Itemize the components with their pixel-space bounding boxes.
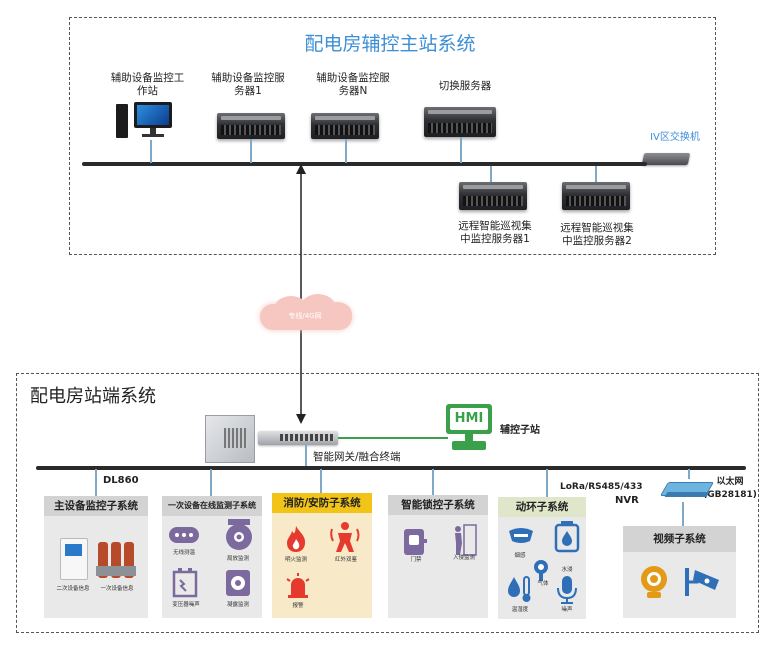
panel-environment: 动环子系统 烟感 水浸 气体 温湿度 噪声 <box>498 497 586 619</box>
fire-security-item-1: 明火监测 <box>284 557 307 563</box>
remote-server-2-icon <box>562 182 630 210</box>
webcam-icon <box>641 566 667 598</box>
link-gateway-bus <box>305 445 307 467</box>
switch-server-icon <box>424 107 496 137</box>
nvr-label: NVR <box>615 495 639 506</box>
environment-item-4: 温湿度 <box>511 607 529 613</box>
network-cloud-icon <box>252 294 360 334</box>
panel-video: 视频子系统 <box>623 526 736 618</box>
switch-server-label: 切换服务器 <box>438 80 492 92</box>
link-remote2 <box>595 166 597 182</box>
fire-security-item-2: 红外双鉴 <box>334 557 357 563</box>
relay-device-icon <box>60 538 88 580</box>
remote-server-1-icon <box>459 182 527 210</box>
noise-sensor-icon <box>557 576 577 604</box>
temperature-humidity-icon <box>508 576 531 602</box>
aux-station-label: 辅控子站 <box>500 425 540 436</box>
aux-server-1-icon <box>217 113 285 139</box>
panel-main-equipment-title: 主设备监控子系统 <box>44 496 148 516</box>
wireless-temperature-icon <box>169 527 199 543</box>
link-switch-server <box>460 137 462 163</box>
serverN-label: 辅助设备监控服 务器N <box>316 72 390 97</box>
condensation-icon <box>226 570 250 596</box>
iv-switch-label: IV区交换机 <box>650 132 700 143</box>
panel-main-equipment: 主设备监控子系统 二次设备信息 一次设备信息 <box>44 496 148 618</box>
gateway-device-icon <box>258 431 338 445</box>
iv-switch-icon <box>641 153 691 165</box>
panel-environment-title: 动环子系统 <box>498 497 586 517</box>
link-main-equipment <box>95 469 97 496</box>
smart-lock-item-1: 门禁 <box>410 557 422 563</box>
lora-label: LoRa/RS485/433 <box>560 482 643 492</box>
environment-item-3: 气体 <box>537 581 549 587</box>
link-environment <box>546 469 548 497</box>
link-video <box>682 502 684 526</box>
access-control-icon <box>404 529 427 555</box>
panel-smart-lock-title: 智能锁控子系统 <box>388 495 488 515</box>
station-frame <box>16 373 759 633</box>
panel-primary-online-title: 一次设备在线监测子系统 <box>162 496 262 516</box>
nvr-device-icon <box>659 478 715 502</box>
gas-sensor-icon <box>534 560 548 581</box>
primary-online-item-1: 无线测温 <box>172 550 195 556</box>
link-primary-online <box>210 469 212 496</box>
station-title: 配电房站端系统 <box>30 386 156 407</box>
ethernet-label: 以太网 (GB28181) <box>703 477 757 500</box>
main-equipment-item-2: 一次设备信息 <box>100 586 134 592</box>
hmi-monitor-icon: HMI <box>446 404 494 452</box>
environment-item-2: 水浸 <box>561 567 573 573</box>
workstation-label: 辅助设备监控工 作站 <box>110 72 185 97</box>
link-nvr <box>688 469 690 479</box>
primary-online-item-4: 凝露监测 <box>226 602 249 608</box>
breaker-device-icon <box>96 536 136 580</box>
link-server1 <box>250 139 252 163</box>
panel-video-title: 视频子系统 <box>623 526 736 552</box>
panel-fire-security-title: 消防/安防子系统 <box>272 493 372 513</box>
smoke-detector-icon <box>509 528 533 543</box>
aux-server-n-icon <box>311 113 379 139</box>
cloud-label: 专线/4G网 <box>288 312 322 320</box>
link-serverN <box>345 139 347 163</box>
gateway-hmi-link <box>338 437 448 439</box>
gateway-label: 智能网关/融合终端 <box>313 451 401 463</box>
master-station-link-arrow <box>296 164 306 424</box>
surveillance-camera-icon <box>685 568 719 596</box>
master-station-title: 配电房辅控主站系统 <box>304 33 476 55</box>
fire-security-item-3: 报警 <box>292 603 304 609</box>
server1-label: 辅助设备监控服 务器1 <box>211 72 285 97</box>
transformer-noise-icon <box>172 568 198 598</box>
workstation-icon <box>116 102 176 140</box>
dl860-label: DL860 <box>103 475 139 486</box>
panel-fire-security: 消防/安防子系统 明火监测 红外双鉴 报警 <box>272 493 372 618</box>
partial-discharge-icon <box>226 519 252 550</box>
smart-lock-item-2: 入侵监测 <box>452 555 475 561</box>
hmi-text: HMI <box>454 411 484 426</box>
link-remote1 <box>490 166 492 182</box>
control-cabinet-icon <box>205 415 255 463</box>
link-smart-lock <box>432 469 434 495</box>
alarm-icon <box>286 573 310 598</box>
infrared-detector-icon <box>330 522 360 552</box>
primary-online-item-3: 变压器噪声 <box>172 602 200 608</box>
water-leak-icon <box>554 521 580 553</box>
station-bus-line <box>36 466 746 470</box>
panel-smart-lock: 智能锁控子系统 门禁 入侵监测 <box>388 495 488 618</box>
remote-server-1-label: 远程智能巡视集 中监控服务器1 <box>458 220 532 245</box>
master-station-frame <box>69 17 716 255</box>
flame-icon <box>287 526 306 552</box>
remote-server-2-label: 远程智能巡视集 中监控服务器2 <box>560 222 634 247</box>
environment-item-1: 烟感 <box>514 553 526 559</box>
link-fire-security <box>320 469 322 493</box>
panel-primary-online: 一次设备在线监测子系统 无线测温 局放监测 变压器噪声 凝露监测 <box>162 496 262 618</box>
main-equipment-item-1: 二次设备信息 <box>56 586 90 592</box>
primary-online-item-2: 局放监测 <box>226 556 249 562</box>
master-bus-line <box>82 162 647 166</box>
intrusion-detection-icon <box>455 524 477 556</box>
environment-item-5: 噪声 <box>561 607 573 613</box>
link-workstation <box>150 140 152 163</box>
